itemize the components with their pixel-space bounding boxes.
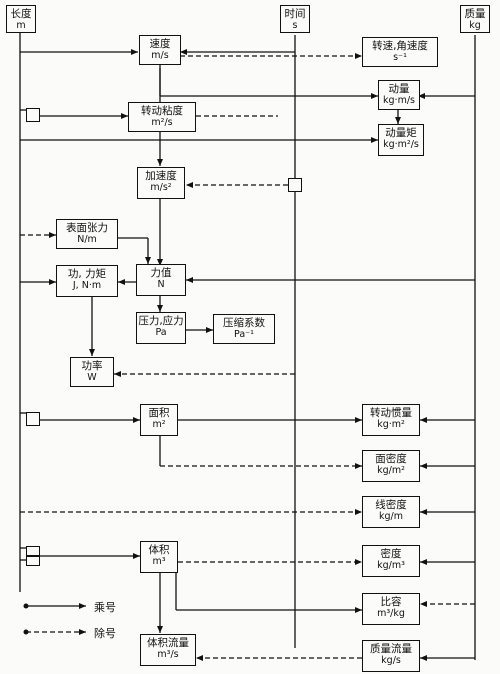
- pressure-box: 压力,应力 Pa: [136, 312, 186, 344]
- junction-square: [288, 178, 302, 192]
- mass-flow-unit: kg/s: [381, 655, 401, 666]
- mass-label: 质量: [464, 8, 486, 20]
- force-unit: N: [157, 279, 165, 290]
- surface-tension-box: 表面张力 N/m: [56, 219, 118, 249]
- work-torque-unit: J, N·m: [72, 280, 102, 291]
- time-label: 时间: [284, 8, 306, 20]
- volume-flow-label: 体积流量: [147, 637, 189, 649]
- length-label: 长度: [10, 8, 32, 20]
- surface-tension-unit: N/m: [77, 234, 97, 245]
- area-density-label: 面密度: [375, 453, 407, 465]
- angular-momentum-unit: kg·m²/s: [383, 139, 419, 150]
- momentum-label: 动量: [388, 83, 410, 95]
- mass-flow-box: 质量流量 kg/s: [362, 640, 420, 672]
- force-box: 力值 N: [136, 264, 186, 296]
- kinematic-viscosity-box: 转动粘度 m²/s: [128, 102, 196, 132]
- surface-tension-label: 表面张力: [66, 222, 108, 234]
- density-box: 密度 kg/m³: [362, 545, 420, 577]
- power-unit: W: [87, 372, 97, 383]
- pressure-label: 压力,应力: [138, 315, 184, 327]
- rotation-speed-unit: s⁻¹: [393, 52, 407, 63]
- momentum-box: 动量 kg·m/s: [378, 80, 420, 110]
- compressibility-box: 压缩系数 Pa⁻¹: [213, 314, 275, 344]
- time-unit: s: [292, 20, 298, 31]
- area-label: 面积: [148, 407, 170, 419]
- acceleration-unit: m/s²: [150, 182, 172, 193]
- volume-flow-box: 体积流量 m³/s: [140, 634, 196, 666]
- kinematic-viscosity-label: 转动粘度: [141, 105, 183, 117]
- length-box: 长度 m: [6, 5, 36, 33]
- mass-flow-label: 质量流量: [370, 643, 412, 655]
- acceleration-label: 加速度: [145, 170, 177, 182]
- power-label: 功率: [81, 360, 103, 372]
- momentum-unit: kg·m/s: [383, 95, 415, 106]
- area-box: 面积 m²: [140, 404, 178, 436]
- angular-momentum-label: 动量矩: [385, 127, 417, 139]
- moment-of-inertia-box: 转动惯量 kg·m²: [362, 404, 420, 436]
- angular-momentum-box: 动量矩 kg·m²/s: [378, 124, 424, 156]
- rotation-speed-box: 转速,角速度 s⁻¹: [362, 37, 438, 67]
- volume-label: 体积: [148, 544, 170, 556]
- velocity-unit: m/s: [151, 50, 169, 61]
- force-label: 力值: [150, 267, 172, 279]
- density-label: 密度: [380, 548, 402, 560]
- linear-density-box: 线密度 kg/m: [362, 496, 420, 528]
- density-unit: kg/m³: [377, 560, 405, 571]
- acceleration-box: 加速度 m/s²: [137, 167, 185, 199]
- work-torque-label: 功, 力矩: [67, 268, 107, 280]
- linear-density-label: 线密度: [375, 499, 407, 511]
- specific-volume-label: 比容: [380, 596, 402, 608]
- specific-volume-unit: m³/kg: [377, 608, 405, 619]
- specific-volume-box: 比容 m³/kg: [362, 593, 420, 625]
- mass-box: 质量 kg: [460, 5, 490, 33]
- volume-flow-unit: m³/s: [157, 649, 179, 660]
- velocity-label: 速度: [149, 38, 171, 50]
- area-density-box: 面密度 kg/m²: [362, 450, 420, 482]
- compressibility-label: 压缩系数: [223, 317, 265, 329]
- volume-unit: m³: [152, 556, 166, 567]
- junction-square: [26, 546, 40, 556]
- moment-of-inertia-label: 转动惯量: [370, 407, 412, 419]
- area-density-unit: kg/m²: [377, 465, 405, 476]
- area-unit: m²: [152, 419, 166, 430]
- linear-density-unit: kg/m: [379, 511, 403, 522]
- pressure-unit: Pa: [155, 327, 167, 338]
- rotation-speed-label: 转速,角速度: [372, 40, 428, 52]
- mass-unit: kg: [469, 20, 481, 31]
- kinematic-viscosity-unit: m²/s: [151, 117, 173, 128]
- work-torque-box: 功, 力矩 J, N·m: [56, 265, 118, 297]
- power-box: 功率 W: [70, 357, 114, 387]
- legend-divide-label: 除号: [94, 627, 116, 640]
- junction-square: [26, 412, 40, 426]
- length-unit: m: [16, 20, 26, 31]
- moment-of-inertia-unit: kg·m²: [377, 419, 405, 430]
- legend-multiply-label: 乘号: [94, 601, 116, 614]
- junction-square: [26, 108, 40, 122]
- junction-square: [26, 556, 40, 566]
- velocity-box: 速度 m/s: [139, 35, 181, 65]
- compressibility-unit: Pa⁻¹: [234, 329, 254, 340]
- time-box: 时间 s: [280, 5, 310, 33]
- volume-box: 体积 m³: [140, 541, 178, 573]
